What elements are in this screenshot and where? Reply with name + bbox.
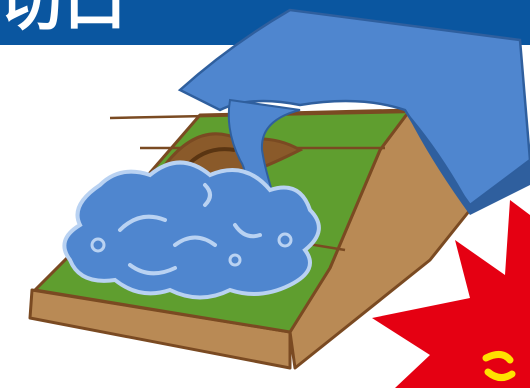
warning-burst-mark-icon <box>480 348 518 384</box>
